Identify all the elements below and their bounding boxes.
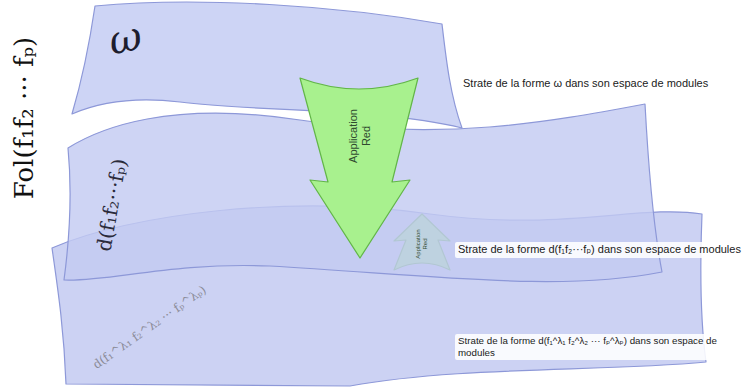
foliation-label: Fol(f₁f₂ ··· fₚ) bbox=[8, 37, 41, 199]
reduction-arrow: Application Red bbox=[390, 210, 454, 274]
reduction-arrow-outline bbox=[394, 214, 450, 270]
form-formula: d(f₁f₂···fₚ) bbox=[93, 157, 132, 253]
stratum-caption: Strate de la forme d(f₁^λ₁ f₂^λ₂ ··· fₚ^… bbox=[455, 334, 751, 360]
reduction-arrow: Application Red bbox=[296, 72, 422, 262]
reduction-arrow-shape bbox=[296, 72, 422, 262]
form-formula: d(f₁^λ₁ f₂^λ₂ ··· fₚ^λₚ) bbox=[91, 284, 210, 373]
arrow-label: Application Red bbox=[347, 104, 372, 168]
stratum-caption: Strate de la forme ω dans son espace de … bbox=[460, 76, 711, 92]
stratum-sheet: ω bbox=[68, 0, 466, 132]
arrow-label: Application Red bbox=[415, 226, 429, 262]
form-symbol: ω bbox=[104, 12, 145, 64]
stratum-caption: Strate de la forme d(f₁f₂···fₚ) dans son… bbox=[455, 242, 744, 258]
